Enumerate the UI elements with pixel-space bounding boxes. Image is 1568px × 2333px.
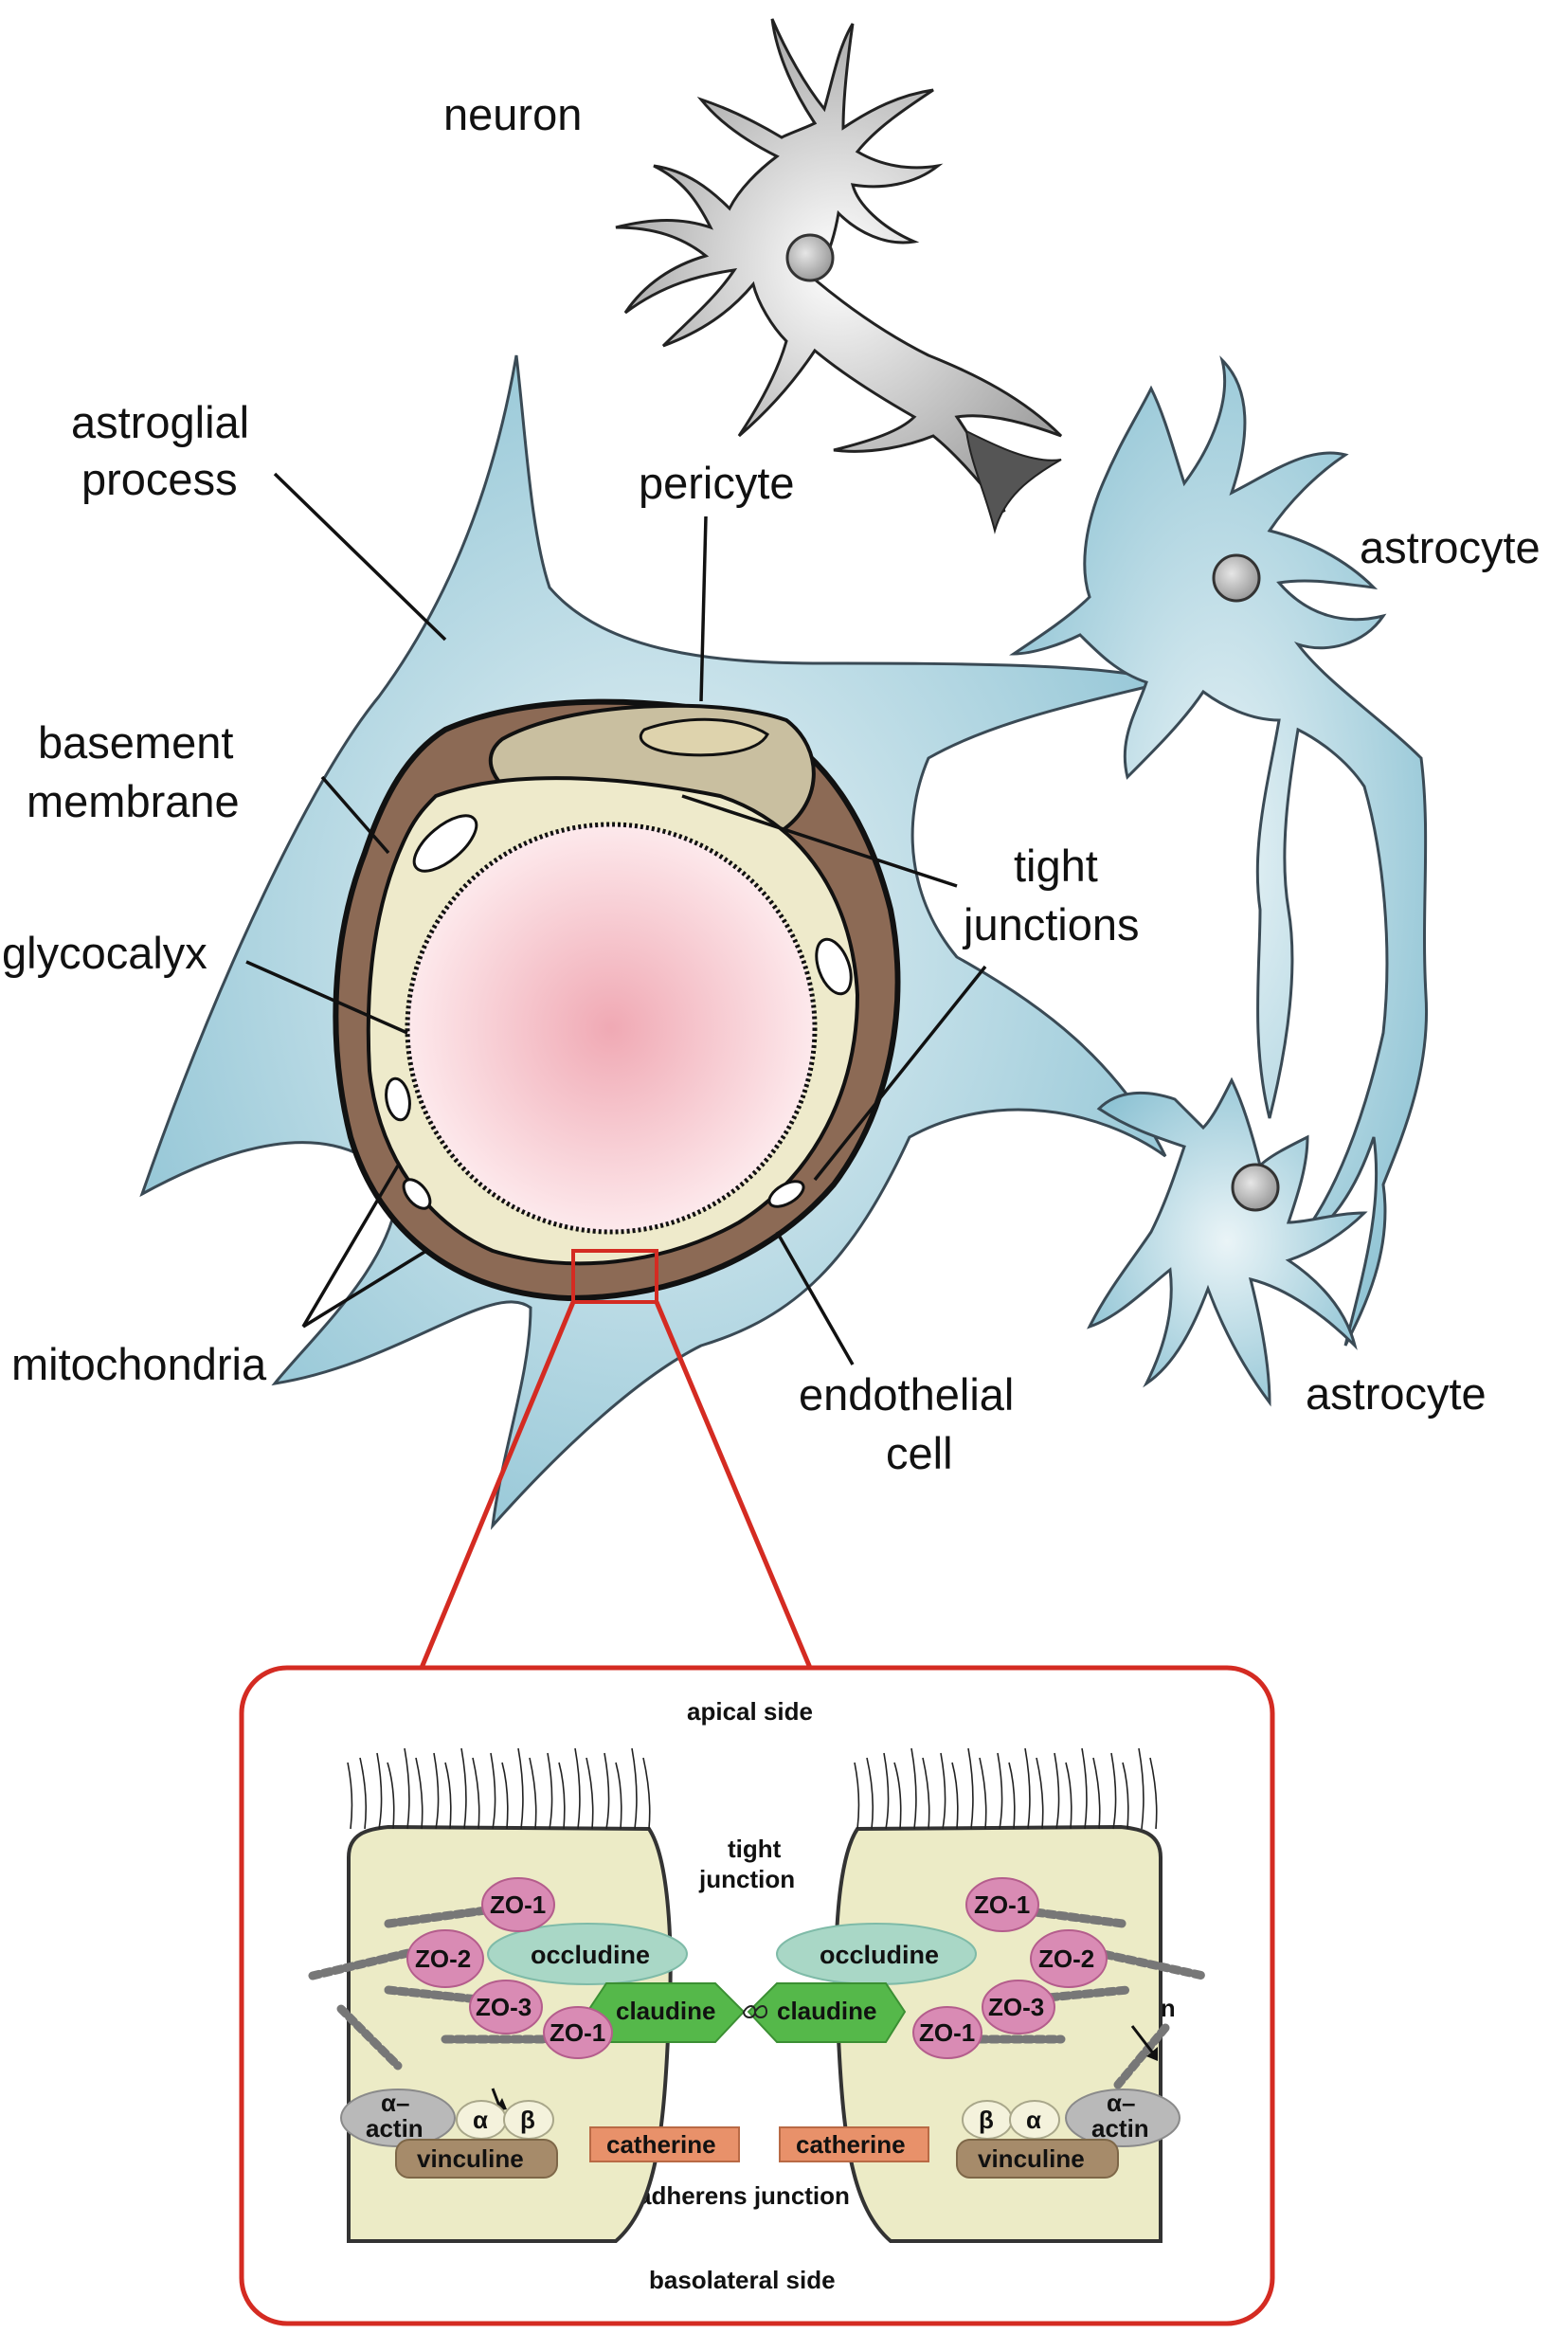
right-zo1-bottom-text: ZO-1 bbox=[919, 2018, 975, 2047]
right-alpha-actin-text2: actin bbox=[1091, 2114, 1149, 2143]
right-catherine-text: catherine bbox=[796, 2130, 906, 2159]
inset-basolateral-label: basolateral side bbox=[649, 2266, 836, 2294]
left-zo2 bbox=[406, 1929, 484, 1988]
right-junction-proteins: occludine ZO-1 ZO-2 claudine ZO-3 ZO-1 bbox=[747, 1877, 1108, 2059]
left-alpha-actin-text2: actin bbox=[366, 2114, 424, 2143]
right-adherens-proteins: catherine β α α– actin vinculine bbox=[779, 2089, 1181, 2179]
left-zo3-text: ZO-3 bbox=[476, 1993, 532, 2021]
right-zo1-top-text: ZO-1 bbox=[974, 1890, 1030, 1919]
label-basement-line2: membrane bbox=[27, 776, 240, 826]
right-claudine bbox=[747, 1982, 907, 2043]
right-zo2 bbox=[1030, 1929, 1108, 1988]
left-zo3 bbox=[469, 1980, 543, 2035]
leader-lines bbox=[245, 472, 987, 1365]
left-zo1-bottom-text: ZO-1 bbox=[550, 2018, 605, 2047]
inset-adherens-label: adherens junction bbox=[638, 2181, 850, 2210]
right-zo1-bottom bbox=[912, 2006, 982, 2059]
left-alpha-actin-text1: α– bbox=[381, 2089, 409, 2117]
label-pericyte: pericyte bbox=[639, 458, 795, 508]
astrocyte-top-nucleus bbox=[1212, 553, 1261, 603]
inset-tight-label-line1: tight bbox=[728, 1835, 782, 1863]
neuron-nucleus bbox=[785, 233, 835, 282]
claudine-link bbox=[743, 2005, 768, 2018]
label-neuron: neuron bbox=[443, 89, 582, 139]
label-tight-line1: tight bbox=[1014, 841, 1098, 891]
actin-arrow bbox=[1130, 2025, 1156, 2055]
right-zo2-text: ZO-2 bbox=[1038, 1944, 1094, 1973]
mitochondria-ovals bbox=[385, 814, 853, 1210]
left-zo1-top-text: ZO-1 bbox=[490, 1890, 546, 1919]
astrocyte-bottom-cell bbox=[1087, 1076, 1368, 1407]
right-claudine-text: claudine bbox=[777, 1997, 876, 2025]
right-catherine bbox=[779, 2126, 929, 2162]
right-zo3-text: ZO-3 bbox=[988, 1993, 1044, 2021]
right-vinculine bbox=[956, 2139, 1119, 2179]
label-tight-line2: junctions bbox=[962, 899, 1140, 949]
left-zo1-bottom bbox=[543, 2006, 613, 2059]
zoom-region bbox=[571, 1249, 658, 1304]
neuron-cell bbox=[615, 18, 1063, 534]
label-basement-line1: basement bbox=[38, 717, 233, 768]
zoom-connector bbox=[419, 1301, 813, 1669]
actin-filaments bbox=[308, 1905, 1208, 2089]
left-claudine-text: claudine bbox=[616, 1997, 715, 2025]
label-endothelial-line2: cell bbox=[886, 1428, 953, 1478]
left-catherine bbox=[589, 2126, 740, 2162]
label-glycocalyx: glycocalyx bbox=[2, 928, 207, 978]
left-vinculine bbox=[395, 2139, 558, 2179]
inset-panel: apical side tight junction cytoplasm act… bbox=[239, 1665, 1275, 2326]
label-astrocyte-top: astrocyte bbox=[1360, 522, 1541, 572]
left-zo1-top bbox=[481, 1877, 555, 1932]
left-alpha-text: α bbox=[473, 2106, 488, 2134]
label-astroglial-line2: process bbox=[81, 454, 238, 504]
left-junction-proteins: occludine ZO-1 ZO-2 claudine ZO-3 ZO-1 bbox=[406, 1877, 746, 2059]
left-adherens-proteins: α– actin α β vinculine catherine bbox=[340, 2089, 740, 2179]
astrocyte-top-cell bbox=[1009, 355, 1429, 1347]
right-glycocalyx bbox=[854, 1747, 1158, 1830]
astrocyte-bottom-nucleus bbox=[1231, 1163, 1280, 1212]
capillary-cross-section bbox=[333, 698, 901, 1304]
label-astroglial-line1: astroglial bbox=[71, 397, 249, 447]
right-beta-text: β bbox=[979, 2106, 994, 2134]
inset-apical-label: apical side bbox=[687, 1697, 813, 1726]
right-occludine-text: occludine bbox=[820, 1941, 939, 1969]
right-zo3 bbox=[982, 1980, 1055, 2035]
left-glycocalyx bbox=[347, 1747, 651, 1830]
right-alpha-actin-text1: α– bbox=[1107, 2089, 1135, 2117]
right-vinculine-text: vinculine bbox=[978, 2144, 1085, 2173]
left-catherine-text: catherine bbox=[606, 2130, 716, 2159]
right-alpha-text: α bbox=[1026, 2106, 1041, 2134]
left-zo2-text: ZO-2 bbox=[415, 1944, 471, 1973]
right-zo1-top bbox=[965, 1877, 1039, 1932]
label-endothelial-line1: endothelial bbox=[799, 1369, 1014, 1420]
label-mitochondria: mitochondria bbox=[11, 1339, 267, 1389]
left-beta-text: β bbox=[520, 2106, 535, 2134]
lumen bbox=[405, 822, 818, 1235]
inset-tight-label-line2: junction bbox=[698, 1865, 795, 1893]
left-occludine bbox=[487, 1923, 688, 1985]
left-vinculine-text: vinculine bbox=[417, 2144, 524, 2173]
left-occludine-text: occludine bbox=[531, 1941, 650, 1969]
label-astrocyte-bottom: astrocyte bbox=[1306, 1368, 1487, 1419]
right-alpha-actin bbox=[1065, 2089, 1181, 2147]
